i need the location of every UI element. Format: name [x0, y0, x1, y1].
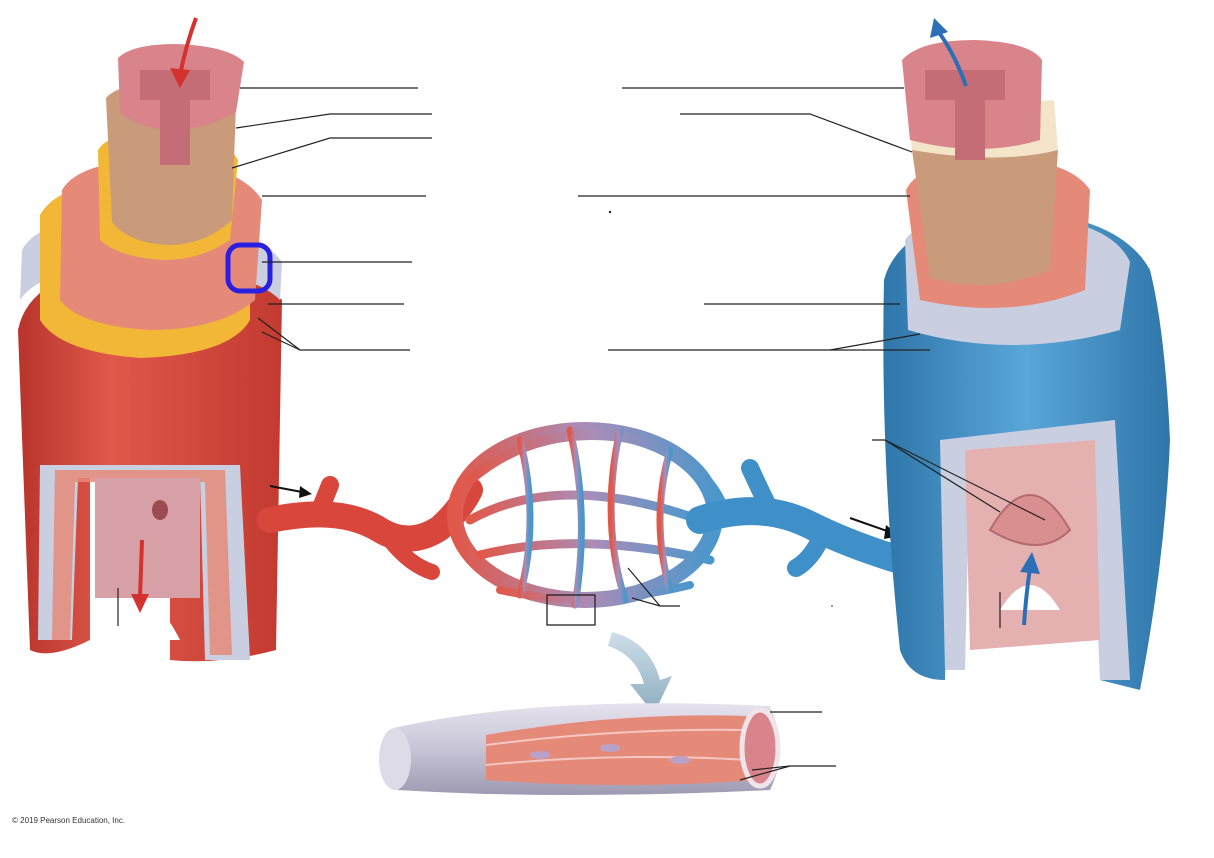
vein-flow-arrow-icon [930, 18, 968, 87]
vein-basement-membrane [912, 130, 1058, 285]
capillary-cross-section [379, 703, 781, 795]
artery-lumen-flow-arrow-icon [131, 539, 149, 613]
capillary-section-label-lines [739, 711, 836, 781]
artery-label-lines [117, 87, 432, 626]
vein-valve [988, 494, 1072, 546]
copyright-notice: © 2019 Pearson Education, Inc. [12, 816, 126, 825]
vein-label-lines [578, 87, 1046, 628]
artery [18, 17, 282, 662]
vein-lumen-flow-arrow-icon [1020, 552, 1040, 626]
artery-flow-arrow-icon [170, 17, 198, 88]
venule [686, 459, 914, 577]
capillary-zoom-box [546, 594, 596, 626]
capillary-label-lines [627, 567, 680, 607]
arteriole [257, 476, 483, 580]
zoom-arrow-icon [608, 632, 672, 714]
capillary-bed [447, 422, 725, 609]
vein-lumen-cutaway [940, 420, 1130, 680]
capillary-endothelial-cells [486, 715, 760, 785]
highlight-box-icon [225, 242, 273, 294]
vein [883, 18, 1170, 690]
